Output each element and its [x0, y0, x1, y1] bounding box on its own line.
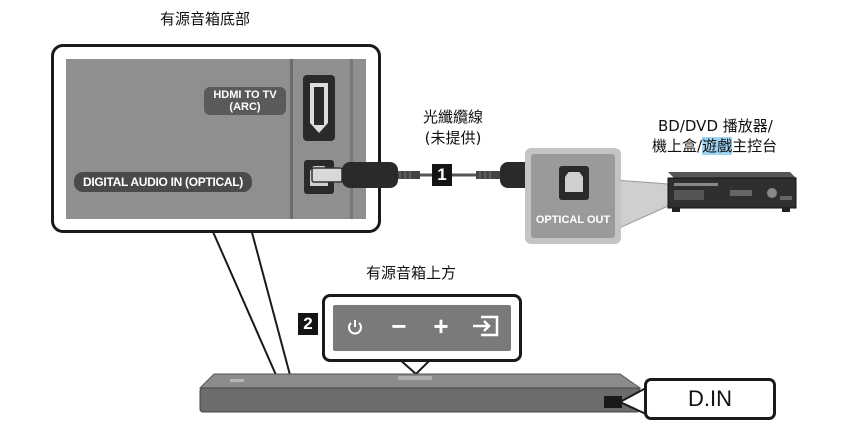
control-panel-surface [333, 305, 511, 351]
digital-audio-label: DIGITAL AUDIO IN (OPTICAL) [74, 172, 252, 192]
step-2-badge: 2 [298, 313, 318, 335]
cable-label: 光纖纜線 (未提供) [408, 106, 498, 148]
volume-up-button[interactable]: + [429, 311, 453, 341]
optical-out-callout: OPTICAL OUT [525, 148, 621, 244]
device-label-game: 遊戲 [702, 137, 733, 155]
optical-out-port-icon [559, 166, 589, 200]
hdmi-label-line2: (ARC) [229, 101, 261, 113]
volume-down-button[interactable]: − [387, 311, 411, 341]
step-1-badge: 1 [432, 164, 452, 186]
source-icon [473, 315, 499, 337]
rear-panel-divider-2 [350, 59, 353, 219]
display-text: D.IN [688, 386, 732, 411]
optical-out-label: OPTICAL OUT [535, 214, 611, 226]
power-icon [348, 320, 362, 335]
plus-icon: + [433, 311, 449, 341]
rear-panel-divider [290, 59, 293, 219]
hdmi-label-line1: HDMI TO TV [213, 89, 277, 101]
hdmi-label: HDMI TO TV (ARC) [204, 87, 286, 115]
speaker-top-label: 有源音箱上方 [366, 264, 457, 282]
source-device-line2: 機上盒/遊戲主控台 [652, 136, 777, 156]
source-device-line1: BD/DVD 播放器/ [658, 117, 773, 135]
minus-icon: − [391, 311, 407, 341]
device-label-settop: 機上盒/ [652, 137, 703, 155]
cable-label-line2: (未提供) [424, 129, 482, 147]
source-device-label: BD/DVD 播放器/ 機上盒/遊戲主控台 [652, 116, 777, 156]
source-button[interactable] [471, 313, 501, 339]
cable-label-line1: 光纖纜線 [422, 108, 483, 126]
device-label-console: 主控台 [732, 137, 778, 155]
power-button[interactable] [345, 317, 365, 337]
rear-panel-callout: HDMI TO TV (ARC) DIGITAL AUDIO IN (OPTIC… [51, 44, 381, 233]
control-panel-callout: − + [322, 294, 522, 362]
display-readout: D.IN [644, 378, 776, 420]
hdmi-port-icon [303, 75, 335, 141]
speaker-bottom-label: 有源音箱底部 [160, 10, 251, 28]
